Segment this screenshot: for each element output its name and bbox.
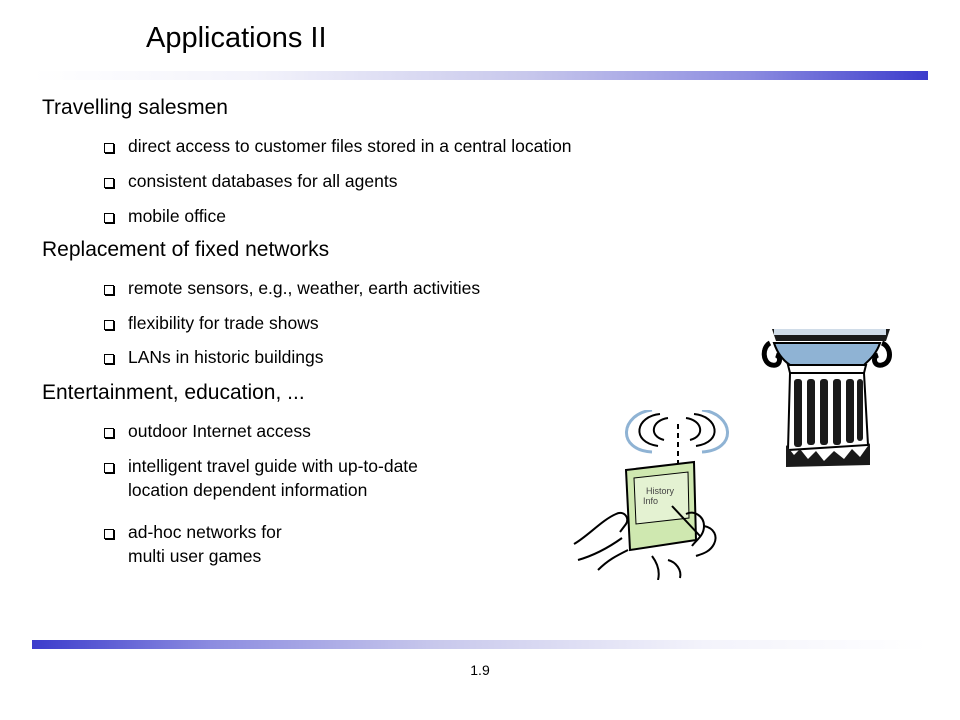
- list-item-text: LANs in historic buildings: [128, 347, 324, 367]
- list-item-text: remote sensors, e.g., weather, earth act…: [128, 278, 481, 298]
- square-bullet-icon: [104, 463, 114, 473]
- list-item: intelligent travel guide with up-to-date…: [104, 454, 418, 502]
- list-item-text: intelligent travel guide with up-to-date…: [128, 456, 418, 500]
- top-accent-bar: [32, 71, 928, 80]
- list-item: remote sensors, e.g., weather, earth act…: [104, 276, 480, 300]
- square-bullet-icon: [104, 428, 114, 438]
- section-heading-entertainment-education: Entertainment, education, ...: [42, 381, 305, 404]
- slide-title: Applications II: [146, 22, 327, 54]
- square-bullet-icon: [104, 178, 114, 188]
- wireless-signal-icon: [625, 410, 729, 468]
- section-heading-replacement-fixed-networks: Replacement of fixed networks: [42, 238, 330, 261]
- square-bullet-icon: [104, 213, 114, 223]
- square-bullet-icon: [104, 354, 114, 364]
- list-item: direct access to customer files stored i…: [104, 134, 572, 158]
- list-item-text: flexibility for trade shows: [128, 313, 319, 333]
- list-item: flexibility for trade shows: [104, 311, 319, 335]
- list-item-text: ad-hoc networks for multi user games: [128, 522, 282, 566]
- square-bullet-icon: [104, 529, 114, 539]
- square-bullet-icon: [104, 143, 114, 153]
- list-item-text: consistent databases for all agents: [128, 171, 398, 191]
- section-heading-travelling-salesmen: Travelling salesmen: [42, 96, 228, 119]
- list-item: LANs in historic buildings: [104, 345, 324, 369]
- handheld-device-icon: History Info: [573, 410, 729, 580]
- bottom-accent-bar: [32, 640, 928, 649]
- list-item-text: mobile office: [128, 206, 226, 226]
- list-item: ad-hoc networks for multi user games: [104, 520, 282, 568]
- list-item: consistent databases for all agents: [104, 169, 397, 193]
- list-item-text: outdoor Internet access: [128, 421, 311, 441]
- list-item: mobile office: [104, 204, 226, 228]
- device-label-history: History: [646, 486, 675, 496]
- page-number: 1.9: [470, 662, 490, 678]
- device-label-info: Info: [643, 496, 658, 506]
- list-item-text: direct access to customer files stored i…: [128, 136, 572, 156]
- square-bullet-icon: [104, 320, 114, 330]
- square-bullet-icon: [104, 285, 114, 295]
- greek-column-icon: [761, 329, 892, 467]
- list-item: outdoor Internet access: [104, 419, 311, 443]
